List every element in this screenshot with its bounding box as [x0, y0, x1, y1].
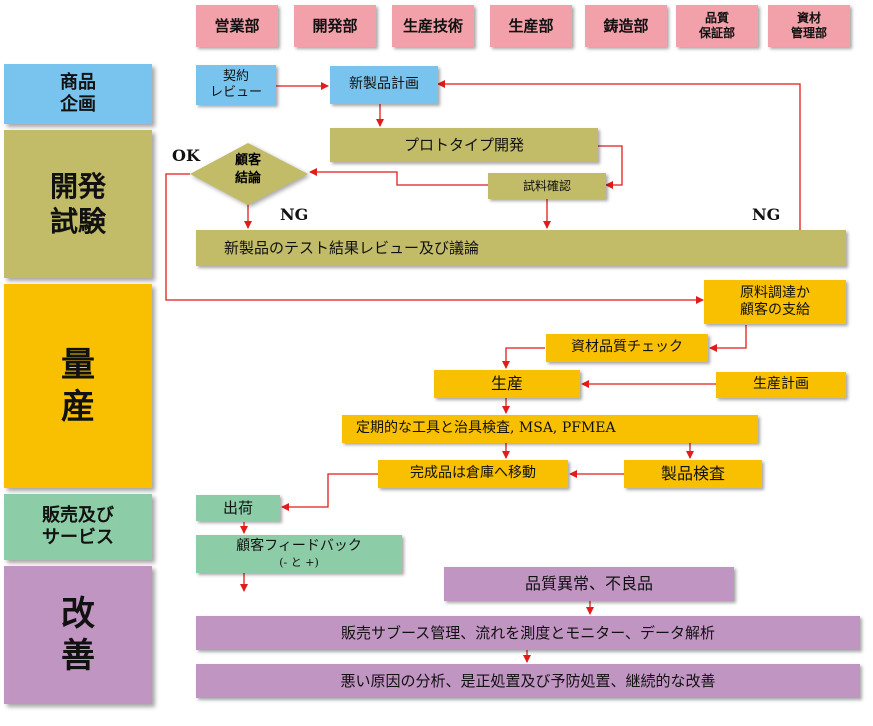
dept-sales: 営業部 [196, 5, 278, 47]
stage-development: 開発 試験 [4, 130, 152, 278]
root-cause-box: 悪い原因の分析、是正処置及び予防処置、継続的な改善 [196, 664, 860, 698]
customer-feedback-box: 顧客フィードバック (- と +) [196, 535, 402, 573]
dept-development: 開発部 [294, 5, 376, 47]
dept-production-engineering: 生産技術 [392, 5, 474, 47]
dept-production: 生産部 [490, 5, 572, 47]
material-supply-box: 原料調達か 顧客の支給 [704, 280, 846, 324]
stage-production: 量 産 [4, 284, 152, 488]
test-review-box: 新製品のテスト結果レビュー及び議論 [196, 230, 846, 266]
dept-casting: 鋳造部 [585, 5, 667, 47]
product-inspection-box: 製品検査 [624, 460, 762, 488]
material-check-box: 資材品質チェック [546, 334, 708, 362]
dept-quality-assurance: 品質 保証部 [676, 5, 758, 47]
contract-review-box: 契約 レビュー [196, 65, 276, 105]
customer-feedback-label: 顧客フィードバック [236, 538, 362, 555]
quality-anomaly-box: 品質異常、不良品 [444, 567, 734, 601]
ng-label-right: NG [752, 205, 781, 224]
warehouse-box: 完成品は倉庫へ移動 [378, 460, 568, 488]
shipping-box: 出荷 [196, 495, 280, 521]
stage-sales-service: 販売及び サービス [4, 494, 152, 560]
stage-planning: 商品 企画 [4, 64, 152, 124]
prototype-box: プロトタイプ開発 [330, 128, 598, 162]
dept-materials-management: 資材 管理部 [768, 5, 850, 47]
new-product-plan-box: 新製品計画 [330, 66, 438, 104]
ng-label-left: NG [280, 205, 309, 224]
production-box: 生産 [434, 370, 580, 398]
periodic-inspection-box: 定期的な工具と治具検査, MSA, PFMEA [342, 415, 758, 443]
sales-service-management-box: 販売サブース管理、流れを測度とモニター、データ解析 [196, 616, 860, 650]
trial-confirm-box: 試料確認 [488, 173, 606, 199]
feedback-sign-label: (- と +) [279, 555, 319, 569]
stage-improvement: 改 善 [4, 566, 152, 704]
production-plan-box: 生産計画 [716, 372, 846, 398]
customer-decision-label: 顧客 結論 [234, 153, 261, 186]
ok-label: OK [172, 146, 200, 165]
